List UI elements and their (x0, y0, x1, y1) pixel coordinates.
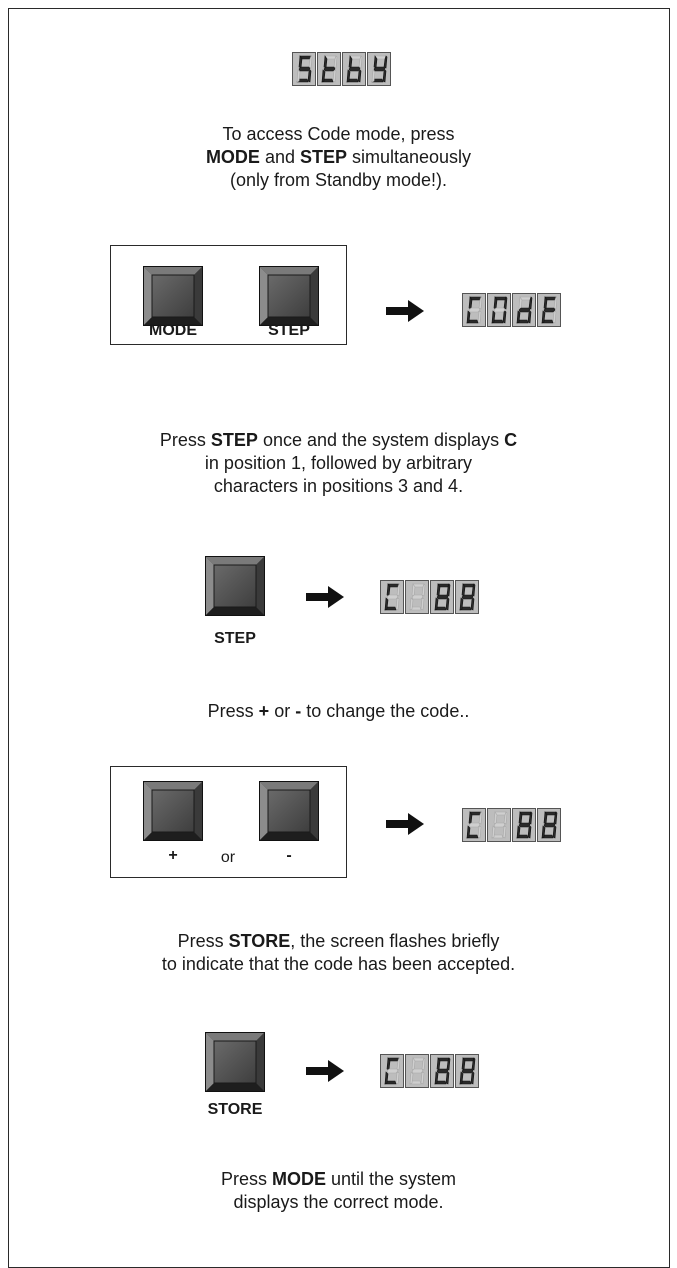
bold-keyword: STORE (228, 931, 291, 951)
bold-keyword: + (258, 701, 270, 721)
bold-keyword: STEP (299, 147, 347, 167)
text-span: or (269, 701, 296, 721)
code-display (380, 580, 479, 614)
lcd-digit (537, 293, 561, 327)
minus-button-label: - (286, 847, 292, 864)
text-span: Press (220, 1169, 272, 1189)
bold-keyword: STEP (210, 430, 258, 450)
instruction-line: characters in positions 3 and 4. (0, 475, 677, 498)
lcd-digit (380, 1054, 404, 1088)
lcd-digit (487, 293, 511, 327)
plus-button-label: + (168, 847, 178, 864)
lcd-digit (380, 580, 404, 614)
arrow-right-icon (386, 813, 424, 835)
text-span: Press (177, 931, 229, 951)
text-span: Press (159, 430, 211, 450)
text-span: displays the correct mode. (233, 1192, 444, 1212)
instruction-line: To access Code mode, press (0, 123, 677, 146)
minus-button[interactable] (259, 781, 319, 841)
or-label: or (220, 849, 236, 866)
instruction-line: (only from Standby mode!). (0, 169, 677, 192)
lcd-digit (512, 808, 536, 842)
step2-instruction: Press STEP once and the system displays … (0, 429, 677, 498)
step3-instruction: Press + or - to change the code.. (0, 700, 677, 723)
text-span: simultaneously (347, 147, 472, 167)
step-button-label: STEP (214, 630, 256, 647)
instruction-line: Press STORE, the screen flashes briefly (0, 930, 677, 953)
lcd-digit (367, 52, 391, 86)
mode-button[interactable] (143, 266, 203, 326)
lcd-digit (430, 580, 454, 614)
mode-step-button-group: MODE STEP (110, 245, 347, 345)
code-display (462, 808, 561, 842)
lcd-digit (462, 808, 486, 842)
lcd-digit (405, 1054, 429, 1088)
instruction-line: in position 1, followed by arbitrary (0, 452, 677, 475)
bold-keyword: - (295, 701, 302, 721)
step-button-label: STEP (268, 322, 310, 339)
text-span: to change the code.. (301, 701, 470, 721)
bold-keyword: MODE (271, 1169, 326, 1189)
step-button[interactable] (205, 556, 265, 616)
standby-display (292, 52, 391, 86)
store-button-label: STORE (207, 1101, 263, 1118)
lcd-digit (430, 1054, 454, 1088)
instruction-line: Press MODE until the system (0, 1168, 677, 1191)
lcd-digit (405, 580, 429, 614)
arrow-right-icon (306, 586, 344, 608)
arrow-right-icon (306, 1060, 344, 1082)
plus-button[interactable] (143, 781, 203, 841)
text-span: To access Code mode, press (222, 124, 455, 144)
text-span: Press (207, 701, 259, 721)
text-span: until the system (325, 1169, 457, 1189)
text-span: once and the system displays (257, 430, 505, 450)
bold-keyword: C (504, 430, 518, 450)
mode-button-label: MODE (149, 322, 197, 339)
step-button[interactable] (259, 266, 319, 326)
code-display (462, 293, 561, 327)
lcd-digit (462, 293, 486, 327)
arrow-right-icon (386, 300, 424, 322)
text-span: and (259, 147, 300, 167)
instruction-line: displays the correct mode. (0, 1191, 677, 1214)
lcd-digit (455, 1054, 479, 1088)
instruction-line: to indicate that the code has been accep… (0, 953, 677, 976)
instruction-line: Press STEP once and the system displays … (0, 429, 677, 452)
lcd-digit (292, 52, 316, 86)
text-span: characters in positions 3 and 4. (213, 476, 464, 496)
instruction-line: MODE and STEP simultaneously (0, 146, 677, 169)
text-span: to indicate that the code has been accep… (161, 954, 516, 974)
lcd-digit (512, 293, 536, 327)
code-display (380, 1054, 479, 1088)
lcd-digit (455, 580, 479, 614)
store-button[interactable] (205, 1032, 265, 1092)
instruction-line: Press + or - to change the code.. (0, 700, 677, 723)
text-span: (only from Standby mode!). (229, 170, 448, 190)
lcd-digit (342, 52, 366, 86)
lcd-digit (487, 808, 511, 842)
lcd-digit (537, 808, 561, 842)
bold-keyword: MODE (205, 147, 260, 167)
text-span: , the screen flashes briefly (290, 931, 500, 951)
text-span: in position 1, followed by arbitrary (204, 453, 473, 473)
plus-minus-button-group: + or - (110, 766, 347, 878)
lcd-digit (317, 52, 341, 86)
